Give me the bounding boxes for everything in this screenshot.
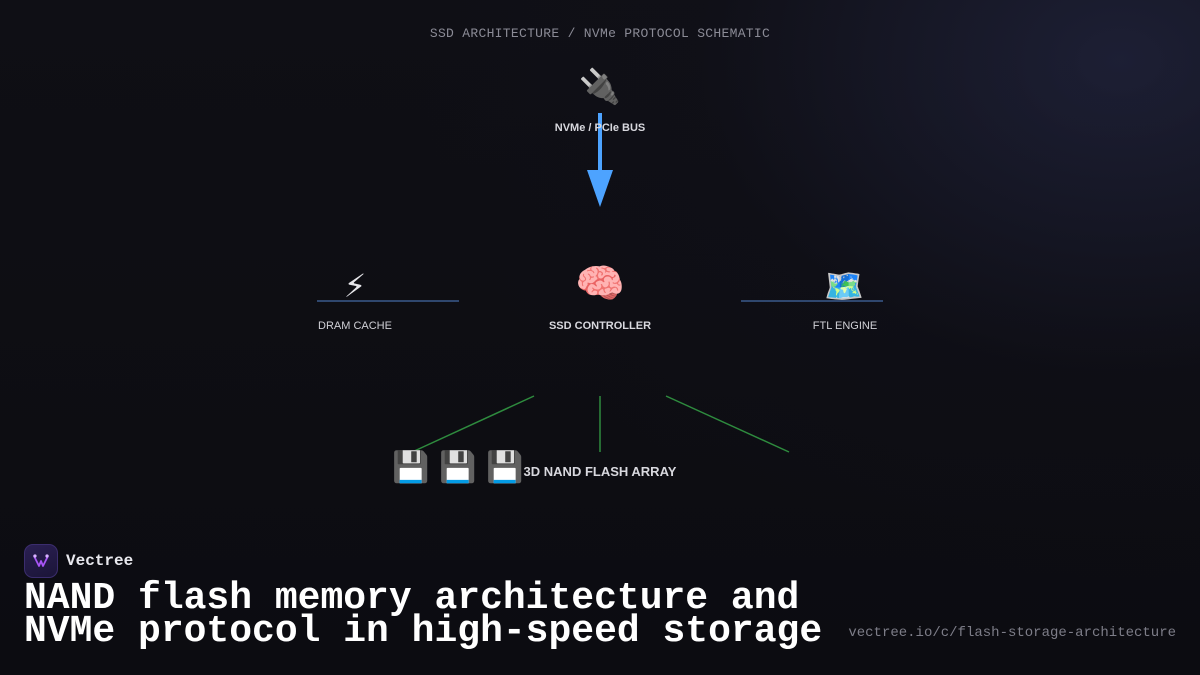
diagram-title: SSD ARCHITECTURE / NVMe PROTOCOL SCHEMAT… [429, 26, 771, 41]
nand-link-right [665, 395, 790, 453]
dram-label: DRAM CACHE [318, 320, 392, 332]
nand-link-left [409, 395, 535, 454]
map-icon: 🗺️ [824, 267, 864, 305]
floppy-disk-icon: 💾 [392, 450, 430, 485]
bus-arrow-head [587, 170, 613, 207]
controller-label: SSD CONTROLLER [548, 320, 652, 332]
vectree-logo-icon [24, 544, 58, 578]
source-url[interactable]: vectree.io/c/flash-storage-architecture [848, 625, 1176, 641]
headline-line-2: NVMe protocol in high-speed storage [24, 610, 823, 653]
brand: Vectree [24, 544, 133, 578]
page-headline: NAND flash memory architecture and NVMe … [24, 577, 824, 653]
electric-plug-icon: 🔌 [578, 67, 622, 107]
brand-name: Vectree [66, 552, 134, 570]
brain-icon: 🧠 [575, 261, 625, 307]
nand-label: 3D NAND FLASH ARRAY [523, 464, 677, 479]
bus-label: NVMe / PCIe BUS [554, 122, 646, 134]
headline-line-1: NAND flash memory architecture and [24, 577, 800, 620]
ftl-label: FTL ENGINE [812, 320, 878, 332]
floppy-disk-icon: 💾 [439, 450, 477, 485]
lightning-icon: ⚡ [343, 267, 367, 305]
floppy-disk-icon: 💾 [486, 450, 524, 485]
